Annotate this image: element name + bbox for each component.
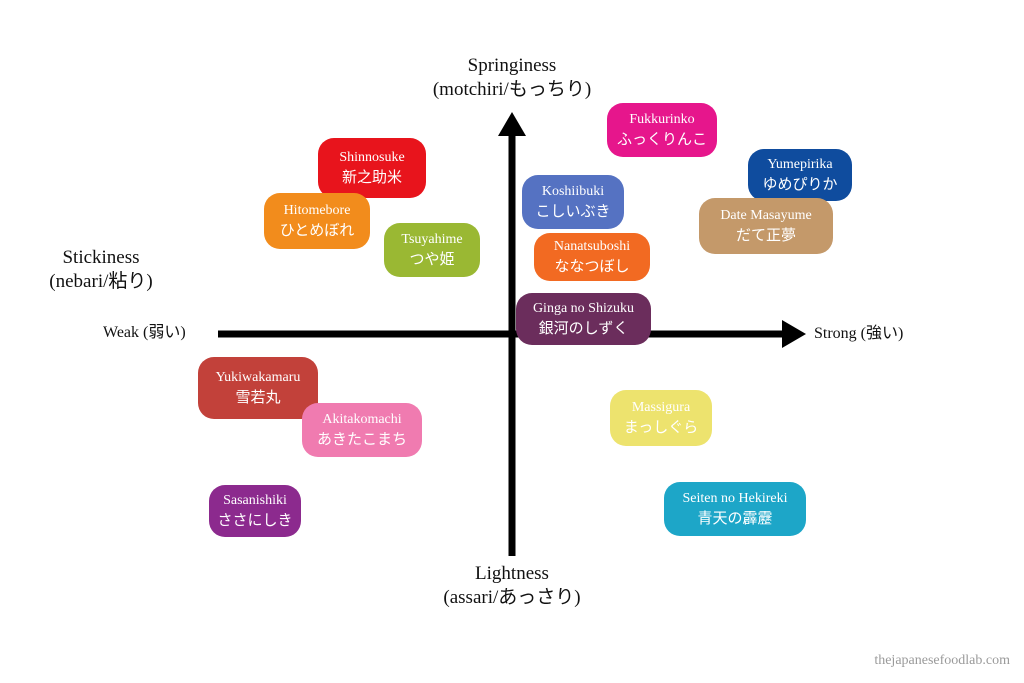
rice-card-tsuyahime: Tsuyahime つや姫	[384, 223, 480, 277]
rice-name-en: Yukiwakamaru	[215, 370, 301, 385]
springiness-subtitle: (motchiri/もっちり)	[432, 79, 592, 100]
rice-name-jp: こしいぶき	[535, 202, 611, 220]
rice-name-en: Date Masayume	[720, 208, 812, 223]
rice-card-seiten-no-hekireki: Seiten no Hekireki 青天の霹靂	[664, 482, 806, 536]
rice-name-en: Sasanishiki	[223, 493, 287, 508]
rice-name-jp: ななつぼし	[554, 257, 630, 275]
rice-name-en: Koshiibuki	[541, 184, 605, 199]
rice-card-shinnosuke: Shinnosuke 新之助米	[318, 138, 426, 198]
rice-name-jp: 銀河のしずく	[538, 319, 629, 337]
rice-name-jp: 新之助米	[341, 168, 402, 186]
rice-card-yumepirika: Yumepirika ゆめぴりか	[748, 149, 852, 201]
rice-name-jp: まっしぐら	[623, 418, 699, 436]
rice-name-jp: ゆめぴりか	[762, 175, 838, 193]
rice-name-jp: だて正夢	[735, 226, 796, 244]
rice-card-akitakomachi: Akitakomachi あきたこまち	[302, 403, 422, 457]
rice-card-massigura: Massigura まっしぐら	[610, 390, 712, 446]
horizontal-axis-arrowhead	[782, 320, 806, 348]
rice-name-en: Akitakomachi	[322, 412, 402, 427]
rice-name-jp: 青天の霹靂	[697, 509, 773, 527]
rice-name-jp: つや姫	[409, 250, 455, 268]
rice-card-hitomebore: Hitomebore ひとめぼれ	[264, 193, 370, 249]
stickiness-subtitle: (nebari/粘り)	[49, 271, 153, 292]
axis-label-lightness: Lightness (assari/あっさり)	[412, 562, 612, 610]
axis-label-springiness: Springiness (motchiri/もっちり)	[412, 54, 612, 102]
rice-name-jp: ひとめぼれ	[279, 221, 355, 239]
site-watermark: thejapanesefoodlab.com	[874, 653, 1010, 668]
rice-card-nanatsuboshi: Nanatsuboshi ななつぼし	[534, 233, 650, 281]
rice-name-en: Fukkurinko	[629, 112, 695, 127]
rice-name-en: Seiten no Hekireki	[682, 491, 788, 506]
rice-name-jp: 雪若丸	[235, 388, 281, 406]
rice-card-ginga-no-shizuku: Ginga no Shizuku 銀河のしずく	[516, 293, 651, 345]
rice-name-en: Tsuyahime	[401, 232, 463, 247]
rice-card-yukiwakamaru: Yukiwakamaru 雪若丸	[198, 357, 318, 419]
rice-name-en: Nanatsuboshi	[553, 239, 631, 254]
axis-end-strong: Strong (強い)	[814, 325, 904, 342]
rice-card-date-masayume: Date Masayume だて正夢	[699, 198, 833, 254]
rice-name-en: Massigura	[631, 400, 691, 415]
rice-name-jp: ふっくりんこ	[616, 130, 707, 148]
rice-card-sasanishiki: Sasanishiki ささにしき	[209, 485, 301, 537]
rice-name-en: Shinnosuke	[339, 150, 405, 165]
axis-label-stickiness: Stickiness (nebari/粘り)	[36, 246, 166, 294]
lightness-title: Lightness	[475, 563, 549, 584]
rice-card-koshiibuki: Koshiibuki こしいぶき	[522, 175, 624, 229]
vertical-axis-arrowhead	[498, 112, 526, 136]
lightness-subtitle: (assari/あっさり)	[443, 587, 581, 608]
rice-name-jp: あきたこまち	[316, 430, 407, 448]
rice-card-fukkurinko: Fukkurinko ふっくりんこ	[607, 103, 717, 157]
rice-name-jp: ささにしき	[217, 511, 293, 529]
stickiness-title: Stickiness	[62, 247, 140, 268]
rice-name-en: Yumepirika	[767, 157, 833, 172]
axis-end-weak: Weak (弱い)	[103, 324, 186, 341]
rice-name-en: Ginga no Shizuku	[532, 301, 635, 316]
springiness-title: Springiness	[467, 55, 557, 76]
rice-name-en: Hitomebore	[283, 203, 351, 218]
